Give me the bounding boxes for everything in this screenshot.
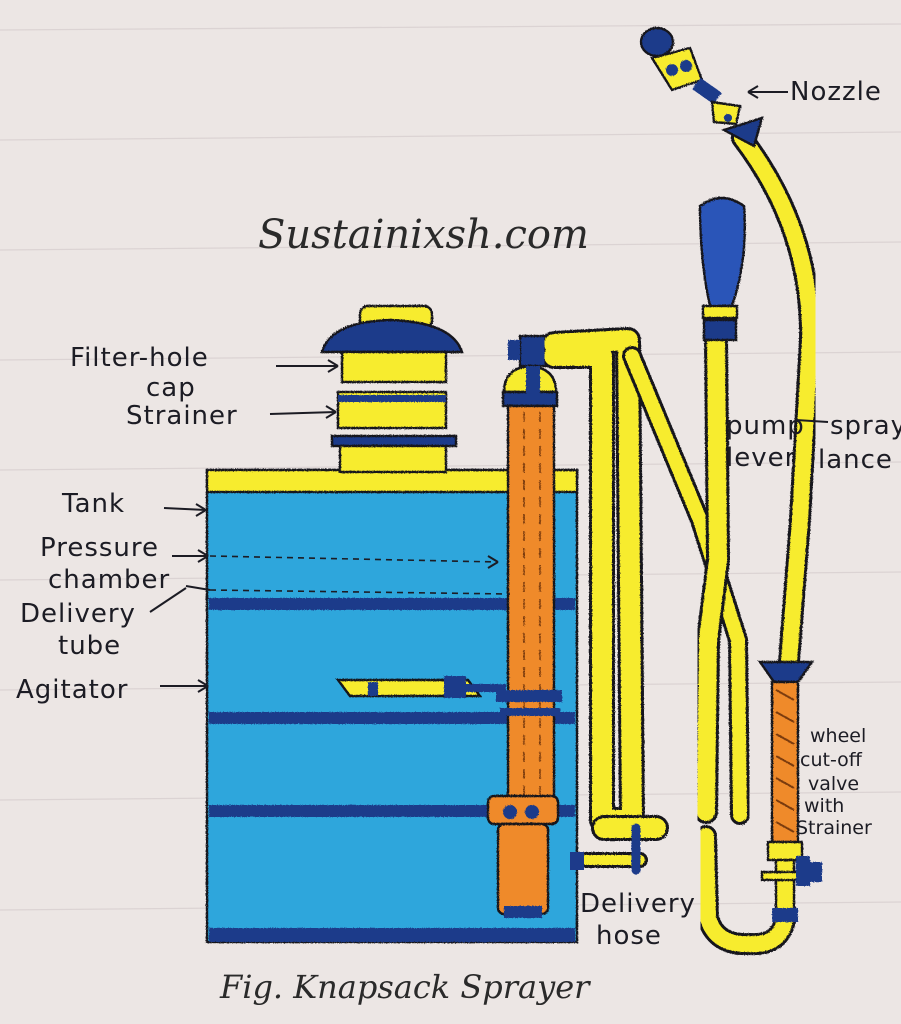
wheel-cut-off-valve [757, 660, 822, 922]
label-spray-lance: spray [830, 411, 901, 441]
watermark: Sustainixsh.com [258, 212, 589, 258]
pump-lever [694, 196, 746, 824]
filter-hole-cap [320, 304, 464, 384]
label-delivery-tube-2: tube [58, 631, 121, 661]
label-wheel-valve-3: valve [808, 773, 859, 795]
strainer [330, 390, 458, 474]
label-agitator: Agitator [16, 675, 128, 705]
spray-lance [695, 127, 822, 956]
agitator [335, 676, 506, 698]
label-pump-lever: pump [726, 411, 805, 441]
leader-lines [149, 85, 829, 693]
label-wheel-valve-5: Strainer [796, 817, 872, 839]
label-spray-lance-2: lance [818, 445, 893, 475]
label-filter-hole-cap-2: cap [146, 373, 196, 403]
label-pressure-chamber: Pressure [40, 533, 159, 563]
label-tank: Tank [61, 489, 125, 519]
label-delivery-tube: Delivery [20, 599, 136, 629]
figure-caption: Fig. Knapsack Sprayer [219, 968, 591, 1006]
nozzle [639, 26, 764, 148]
label-wheel-valve-4: with [804, 795, 844, 817]
pressure-chamber [486, 364, 562, 918]
label-filter-hole-cap: Filter-hole [70, 343, 209, 373]
label-wheel-valve-1: wheel [810, 725, 866, 747]
label-strainer: Strainer [126, 401, 238, 431]
label-wheel-valve-2: cut-off [800, 749, 863, 771]
label-delivery-hose: Delivery [580, 889, 696, 919]
label-delivery-hose-2: hose [596, 921, 662, 951]
label-pump-lever-2: lever [726, 443, 796, 473]
label-pressure-chamber-2: chamber [48, 565, 170, 595]
hose-coupling [570, 852, 584, 870]
label-nozzle: Nozzle [790, 77, 882, 107]
